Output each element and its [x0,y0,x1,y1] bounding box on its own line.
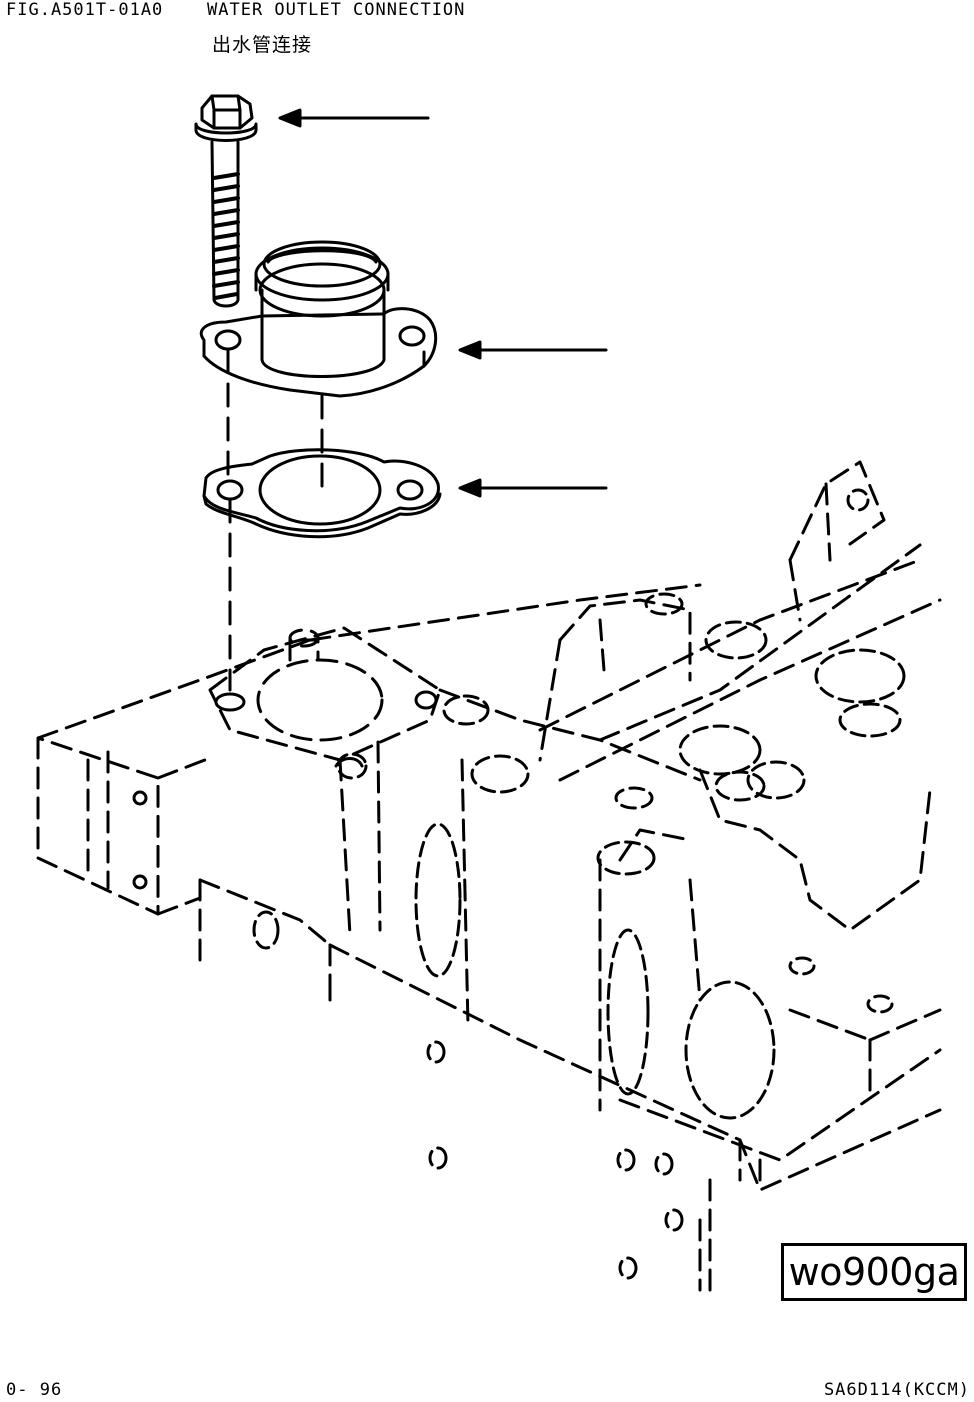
drawing-stamp: wo900ga [781,1243,967,1301]
page-number: 0- 96 [6,1380,63,1400]
model-code: SA6D114(KCCM) [823,1380,970,1400]
engine-cylinder-head-outline [36,460,942,1292]
figure-subtitle: 出水管连接 [212,34,313,56]
figure-code: FIG.A501T-01A0 [6,0,164,20]
callout-arrow-gasket [458,478,608,498]
figure-title: WATER OUTLET CONNECTION [207,0,466,20]
callout-arrow-connector [458,340,608,360]
flange-bolt-icon [194,94,258,308]
water-outlet-connector-icon [199,240,438,398]
callout-arrow-bolt [278,108,430,128]
alignment-centerlines [226,348,324,692]
engine-small-marks [132,690,438,890]
engine-detail-features [252,488,906,1280]
